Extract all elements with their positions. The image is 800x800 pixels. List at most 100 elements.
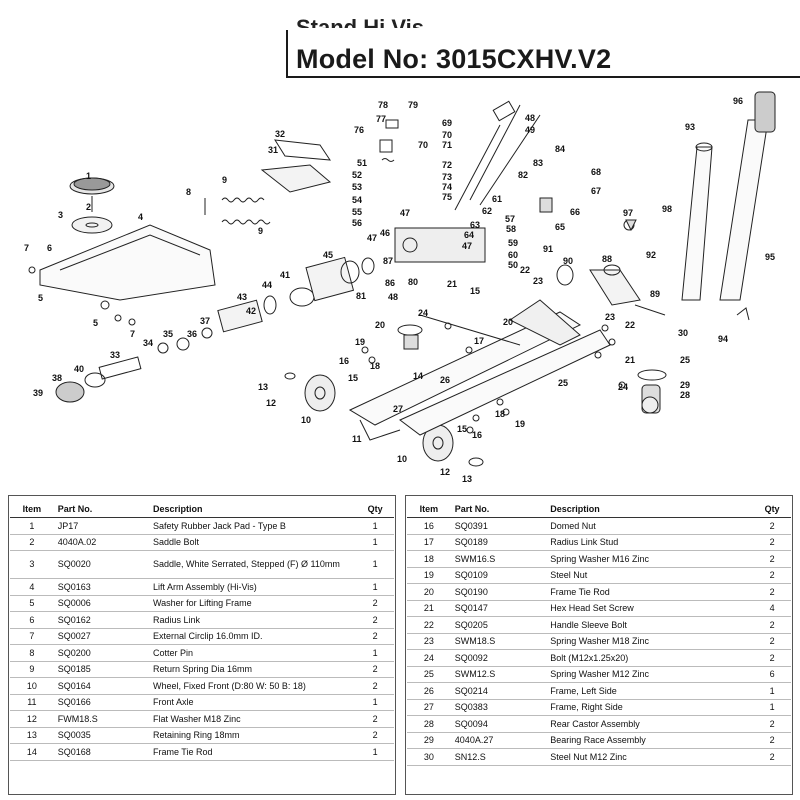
- callout-60: 60: [508, 250, 518, 260]
- pump-body: [394, 227, 486, 263]
- item-number: 23: [407, 633, 451, 650]
- column-header: Description: [148, 500, 357, 518]
- callout-7b: 7: [130, 329, 135, 339]
- callout-12b: 12: [440, 467, 450, 477]
- quantity: 4: [753, 600, 791, 617]
- part-number: SQ0109: [450, 567, 547, 584]
- callout-21: 21: [447, 279, 457, 289]
- callout-23b: 23: [605, 312, 615, 322]
- item-number: 21: [407, 600, 451, 617]
- part-description: Steel Nut M12 Zinc: [546, 748, 754, 766]
- cut-off-heading: Stand Hi Vis: [296, 15, 424, 28]
- item-number: 12: [10, 710, 54, 728]
- part-description: Lift Arm Assembly (Hi-Vis): [148, 578, 357, 596]
- callout-83: 83: [533, 158, 543, 168]
- item-number: 22: [407, 616, 451, 634]
- part-number: SQ0383: [450, 699, 547, 716]
- item-number: 13: [10, 727, 54, 744]
- cover-plate: [274, 139, 331, 161]
- quantity: 2: [753, 567, 791, 584]
- item-number: 6: [10, 611, 54, 629]
- quantity: 2: [753, 583, 791, 601]
- callout-89: 89: [650, 289, 660, 299]
- item-number: 9: [10, 661, 54, 678]
- callout-20: 20: [503, 317, 513, 327]
- item-number: 17: [407, 534, 451, 551]
- callout-72: 72: [442, 160, 452, 170]
- callout-93: 93: [685, 122, 695, 132]
- part-number: SQ0200: [53, 644, 149, 662]
- part-number: SQ0189: [450, 534, 547, 551]
- callout-labels: 78 79 77 76 69 70 71 48 49 84 72 73 70 7…: [24, 96, 775, 484]
- quantity: 1: [356, 534, 394, 551]
- quantity: 1: [753, 682, 791, 700]
- callout-80: 80: [408, 277, 418, 287]
- callout-49: 49: [525, 125, 535, 135]
- quantity: 2: [753, 715, 791, 733]
- part-description: Washer for Lifting Frame: [148, 595, 357, 612]
- part-number: SQ0162: [53, 611, 149, 629]
- quantity: 2: [356, 727, 394, 744]
- pump-cylinder: [217, 299, 263, 333]
- callout-42: 42: [246, 306, 256, 316]
- part-number: SQ0092: [450, 649, 547, 667]
- callout-6: 6: [47, 243, 52, 253]
- callout-52: 52: [352, 170, 362, 180]
- part-description: Saddle Bolt: [148, 534, 357, 551]
- callout-74: 74: [442, 182, 452, 192]
- callout-37: 37: [200, 316, 210, 326]
- lift-arm: [39, 224, 216, 301]
- item-number: 20: [407, 583, 451, 601]
- right-table-frame: [405, 495, 793, 795]
- callout-21b: 21: [625, 355, 635, 365]
- callout-25: 25: [680, 355, 690, 365]
- callout-23: 23: [533, 276, 543, 286]
- callout-16: 16: [339, 356, 349, 366]
- callout-32: 32: [275, 129, 285, 139]
- quantity: 2: [753, 517, 791, 535]
- callout-48b: 48: [388, 292, 398, 302]
- callout-76: 76: [354, 125, 364, 135]
- callout-1: 1: [86, 171, 91, 181]
- item-number: 7: [10, 628, 54, 645]
- chassis-frame: [348, 311, 582, 426]
- callout-22: 22: [520, 265, 530, 275]
- callout-5: 5: [38, 293, 43, 303]
- callout-68: 68: [591, 167, 601, 177]
- part-number: SQ0168: [53, 743, 149, 761]
- part-number: SQ0147: [450, 600, 547, 617]
- callout-70: 70: [442, 130, 452, 140]
- bearing-race: [637, 369, 667, 381]
- part-description: Wheel, Fixed Front (D:80 W: 50 B: 18): [148, 677, 357, 695]
- item-number: 29: [407, 732, 451, 749]
- quantity: 1: [356, 694, 394, 711]
- part-description: Radius Link: [148, 611, 357, 629]
- callout-70b: 70: [418, 140, 428, 150]
- left-table-frame: [8, 495, 396, 795]
- part-number: SWM12.S: [450, 666, 547, 683]
- callout-29b: 20: [375, 320, 385, 330]
- callout-65: 65: [555, 222, 565, 232]
- handle-socket: [589, 269, 641, 306]
- callout-40b: 40: [74, 364, 84, 374]
- callout-2: 2: [86, 202, 91, 212]
- callout-9: 9: [222, 175, 227, 185]
- part-number: SQ0006: [53, 595, 149, 612]
- callout-30: 30: [678, 328, 688, 338]
- callout-47b: 47: [367, 233, 377, 243]
- item-number: 24: [407, 649, 451, 667]
- saddle: [71, 216, 113, 234]
- quantity: 2: [753, 732, 791, 749]
- part-description: Retaining Ring 18mm: [148, 727, 357, 744]
